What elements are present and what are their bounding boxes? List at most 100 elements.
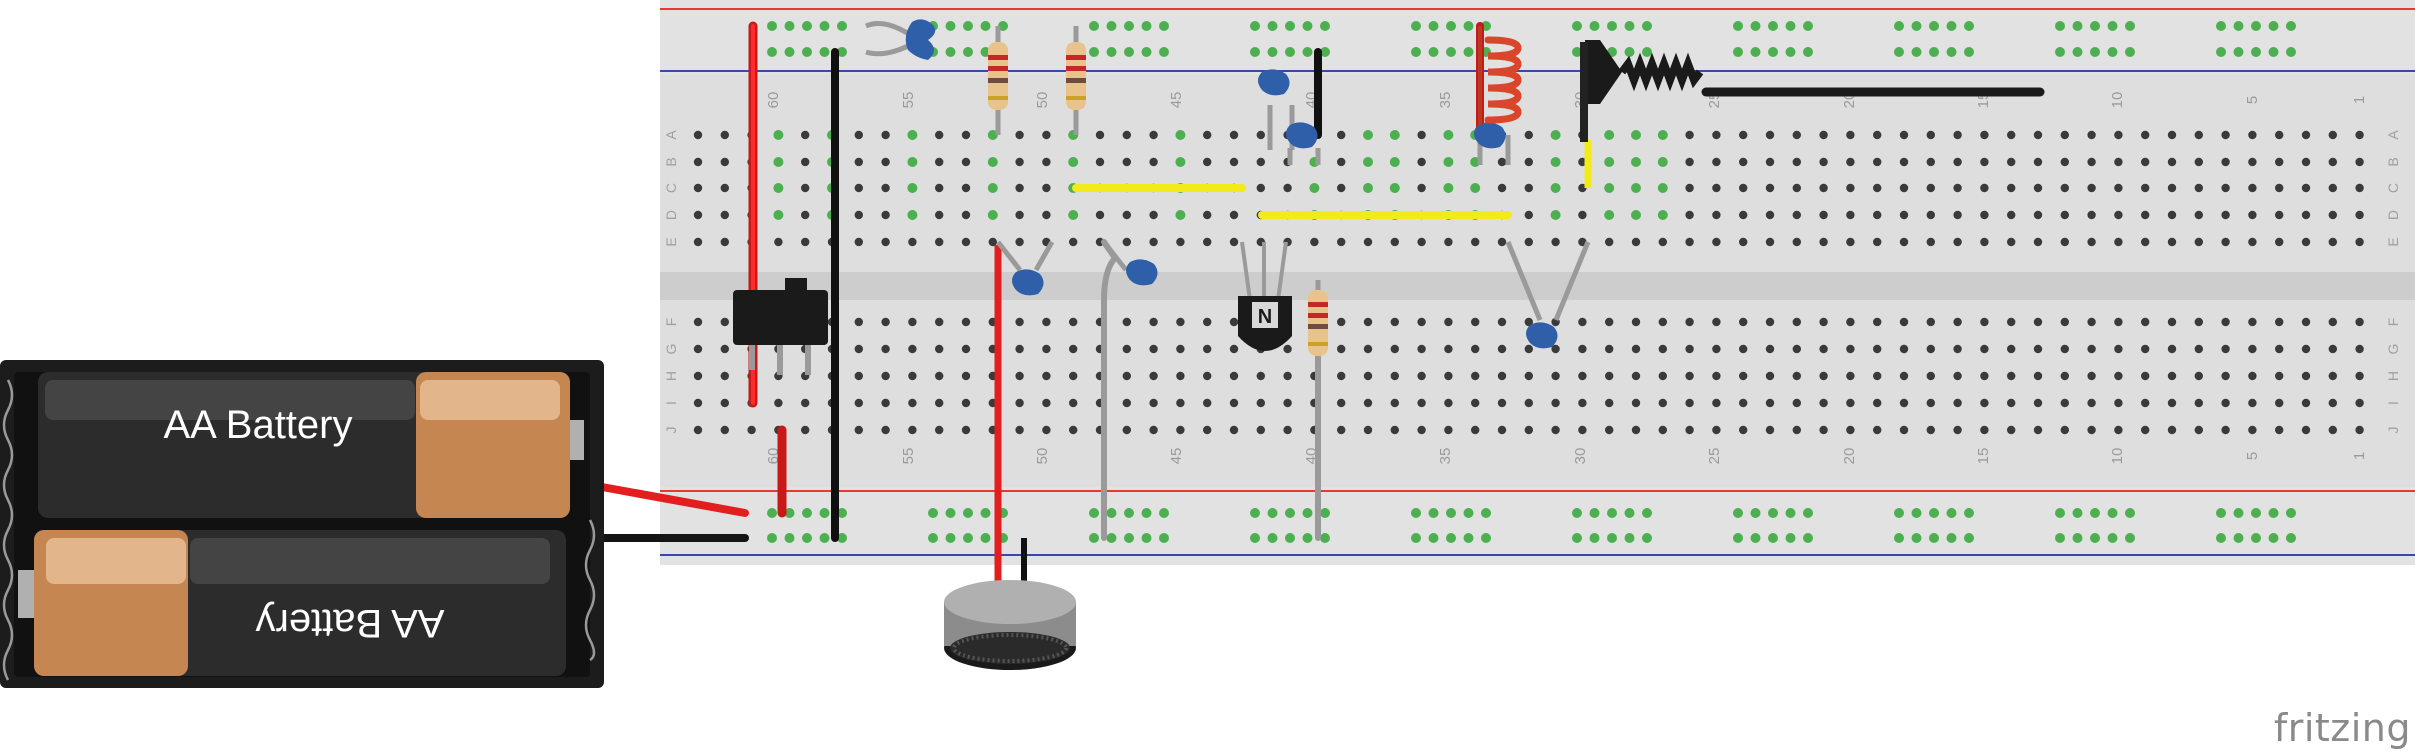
breadboard-hole[interactable] bbox=[1106, 508, 1117, 518]
breadboard-hole[interactable] bbox=[2248, 371, 2257, 381]
breadboard-hole[interactable] bbox=[1712, 157, 1721, 167]
breadboard-hole[interactable] bbox=[2328, 130, 2337, 140]
breadboard-hole[interactable] bbox=[854, 130, 863, 140]
breadboard-hole[interactable] bbox=[854, 317, 863, 327]
breadboard-hole[interactable] bbox=[774, 398, 783, 408]
breadboard-hole[interactable] bbox=[1250, 508, 1260, 518]
breadboard-hole[interactable] bbox=[1497, 344, 1507, 354]
breadboard-hole[interactable] bbox=[881, 398, 890, 408]
breadboard-hole[interactable] bbox=[2194, 371, 2203, 381]
breadboard-hole[interactable] bbox=[1229, 317, 1239, 327]
breadboard-hole[interactable] bbox=[907, 130, 918, 140]
breadboard-hole[interactable] bbox=[1733, 533, 1743, 543]
breadboard-hole[interactable] bbox=[1337, 130, 1346, 140]
breadboard-hole[interactable] bbox=[2275, 237, 2284, 247]
breadboard-hole[interactable] bbox=[720, 157, 729, 167]
breadboard-hole[interactable] bbox=[1159, 47, 1169, 57]
breadboard-hole[interactable] bbox=[987, 157, 998, 167]
breadboard-hole[interactable] bbox=[935, 344, 944, 354]
breadboard-hole[interactable] bbox=[801, 157, 810, 167]
breadboard-hole[interactable] bbox=[1929, 21, 1939, 31]
breadboard-hole[interactable] bbox=[1624, 508, 1635, 518]
breadboard-hole[interactable] bbox=[1481, 508, 1491, 518]
breadboard-hole[interactable] bbox=[1149, 210, 1158, 220]
breadboard-hole[interactable] bbox=[2216, 533, 2226, 543]
breadboard-hole[interactable] bbox=[2194, 317, 2203, 327]
breadboard-hole[interactable] bbox=[1149, 317, 1158, 327]
breadboard-hole[interactable] bbox=[1389, 130, 1400, 140]
breadboard-hole[interactable] bbox=[1658, 398, 1668, 408]
breadboard-hole[interactable] bbox=[1964, 47, 1974, 57]
breadboard-hole[interactable] bbox=[1390, 398, 1400, 408]
breadboard-hole[interactable] bbox=[1203, 398, 1212, 408]
breadboard-hole[interactable] bbox=[2194, 344, 2203, 354]
breadboard-hole[interactable] bbox=[1980, 210, 1989, 220]
breadboard-hole[interactable] bbox=[1363, 183, 1373, 193]
breadboard-hole[interactable] bbox=[1229, 210, 1239, 220]
breadboard-hole[interactable] bbox=[1015, 344, 1024, 354]
breadboard-hole[interactable] bbox=[2221, 130, 2230, 140]
breadboard-hole[interactable] bbox=[1911, 47, 1922, 57]
breadboard-hole[interactable] bbox=[2072, 533, 2083, 543]
breadboard-hole[interactable] bbox=[1953, 398, 1962, 408]
breadboard-hole[interactable] bbox=[2087, 130, 2096, 140]
breadboard-hole[interactable] bbox=[1658, 317, 1668, 327]
breadboard-hole[interactable] bbox=[1929, 508, 1939, 518]
breadboard-hole[interactable] bbox=[1658, 425, 1668, 435]
breadboard-hole[interactable] bbox=[2033, 317, 2043, 327]
breadboard-hole[interactable] bbox=[1873, 317, 1882, 327]
breadboard-hole[interactable] bbox=[2060, 425, 2069, 435]
breadboard-hole[interactable] bbox=[1203, 210, 1212, 220]
breadboard-hole[interactable] bbox=[1739, 183, 1748, 193]
breadboard-hole[interactable] bbox=[1572, 533, 1582, 543]
breadboard-hole[interactable] bbox=[2125, 47, 2135, 57]
breadboard-hole[interactable] bbox=[1980, 183, 1989, 193]
breadboard-hole[interactable] bbox=[1631, 237, 1641, 247]
breadboard-hole[interactable] bbox=[2087, 157, 2096, 167]
breadboard-hole[interactable] bbox=[2087, 371, 2096, 381]
breadboard-hole[interactable] bbox=[1015, 130, 1024, 140]
breadboard-hole[interactable] bbox=[1657, 210, 1668, 220]
breadboard-hole[interactable] bbox=[1337, 237, 1346, 247]
breadboard-hole[interactable] bbox=[2233, 533, 2244, 543]
breadboard-hole[interactable] bbox=[767, 508, 777, 518]
breadboard-hole[interactable] bbox=[2248, 183, 2257, 193]
breadboard-hole[interactable] bbox=[1572, 508, 1582, 518]
breadboard-hole[interactable] bbox=[1015, 157, 1024, 167]
breadboard-hole[interactable] bbox=[1497, 157, 1507, 167]
breadboard-hole[interactable] bbox=[1578, 398, 1587, 408]
breadboard-hole[interactable] bbox=[1953, 371, 1962, 381]
breadboard-hole[interactable] bbox=[2007, 210, 2016, 220]
breadboard-hole[interactable] bbox=[1524, 344, 1534, 354]
breadboard-hole[interactable] bbox=[1792, 210, 1802, 220]
breadboard-hole[interactable] bbox=[1926, 398, 1936, 408]
breadboard-hole[interactable] bbox=[2221, 371, 2230, 381]
breadboard-hole[interactable] bbox=[1141, 21, 1152, 31]
breadboard-hole[interactable] bbox=[1819, 344, 1828, 354]
breadboard-hole[interactable] bbox=[1578, 344, 1587, 354]
breadboard-hole[interactable] bbox=[1605, 398, 1614, 408]
breadboard-hole[interactable] bbox=[720, 317, 729, 327]
breadboard-hole[interactable] bbox=[1069, 398, 1078, 408]
breadboard-hole[interactable] bbox=[1768, 47, 1778, 57]
breadboard-hole[interactable] bbox=[881, 157, 890, 167]
breadboard-hole[interactable] bbox=[961, 317, 971, 327]
breadboard-hole[interactable] bbox=[1846, 371, 1855, 381]
breadboard-hole[interactable] bbox=[854, 344, 863, 354]
breadboard-hole[interactable] bbox=[1106, 21, 1117, 31]
breadboard-hole[interactable] bbox=[2194, 130, 2203, 140]
breadboard-hole[interactable] bbox=[1042, 130, 1051, 140]
breadboard-hole[interactable] bbox=[747, 425, 756, 435]
breadboard-hole[interactable] bbox=[767, 21, 777, 31]
breadboard-hole[interactable] bbox=[2275, 371, 2284, 381]
breadboard-hole[interactable] bbox=[1302, 21, 1313, 31]
breadboard-hole[interactable] bbox=[2055, 508, 2065, 518]
breadboard-hole[interactable] bbox=[1846, 344, 1855, 354]
breadboard-hole[interactable] bbox=[1069, 317, 1078, 327]
breadboard-hole[interactable] bbox=[1631, 398, 1641, 408]
breadboard-hole[interactable] bbox=[1122, 157, 1132, 167]
breadboard-hole[interactable] bbox=[1624, 533, 1635, 543]
breadboard-hole[interactable] bbox=[1095, 130, 1105, 140]
breadboard-hole[interactable] bbox=[1471, 371, 1480, 381]
breadboard-hole[interactable] bbox=[1819, 183, 1828, 193]
